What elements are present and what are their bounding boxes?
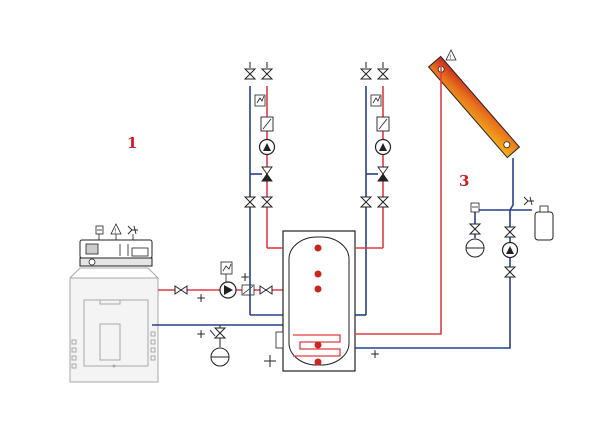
boiler: ! — [69, 223, 159, 383]
pressure-point-3: + — [370, 347, 380, 361]
svg-text:+: + — [240, 270, 250, 284]
boiler-valve-2 — [259, 285, 273, 295]
svg-text:!: ! — [114, 228, 116, 235]
boiler-sensor-icons: ! — [95, 223, 138, 240]
heating-circuit-left: + — [240, 62, 283, 316]
pressure-point-1: + — [196, 291, 206, 305]
solar-station — [465, 196, 554, 278]
heating-circuit-right — [355, 62, 392, 316]
boiler-vent-left — [71, 339, 77, 369]
storage-tank — [264, 230, 356, 372]
boiler-expansion-branch — [209, 325, 230, 367]
boiler-check-valve — [241, 284, 255, 296]
tank-coil — [293, 334, 341, 357]
boiler-controller — [79, 239, 153, 267]
tank-electric-heater — [275, 331, 284, 349]
solar-collector: ! — [427, 49, 521, 159]
solar-label: 3 — [459, 172, 469, 190]
boiler-supply-valve — [174, 285, 188, 295]
pressure-point-2: + — [196, 327, 206, 341]
boiler-label: 1 — [127, 134, 137, 152]
svg-text:!: ! — [449, 54, 451, 61]
boiler-vent-right — [150, 331, 156, 361]
boiler-thermostat-icon — [220, 261, 233, 282]
boiler-pump — [219, 281, 237, 299]
solar-supply-pipe — [355, 66, 442, 335]
